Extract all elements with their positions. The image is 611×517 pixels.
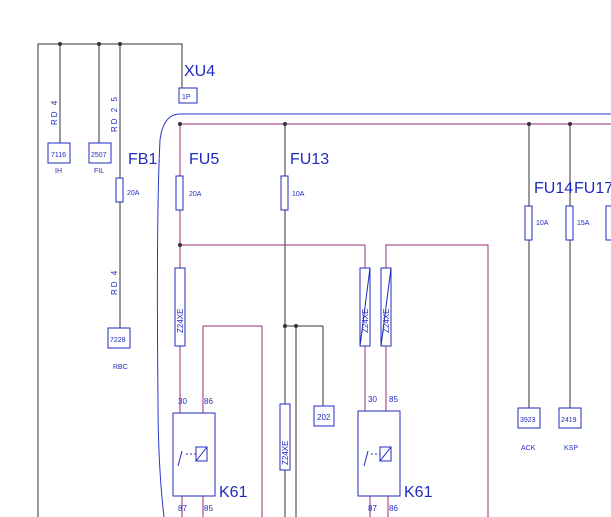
wires-purple xyxy=(179,123,611,517)
svg-text:10A: 10A xyxy=(292,191,305,198)
fuse-fb1: FB1 20A xyxy=(115,151,157,203)
svg-text:85: 85 xyxy=(389,395,398,404)
svg-text:202: 202 xyxy=(317,413,331,422)
terminal-3923: 3923 ACK xyxy=(517,407,541,452)
terminal-2507: 2507 FIL xyxy=(88,142,112,175)
wire-label-rd4-mid: RD 4 xyxy=(110,269,119,295)
fuse-partial-right xyxy=(605,205,611,241)
svg-text:86: 86 xyxy=(389,504,398,513)
wire-label-rd4-top: RD 4 xyxy=(50,99,59,125)
fuse-fu14: FU14 10A xyxy=(524,180,573,241)
svg-text:7228: 7228 xyxy=(110,337,126,344)
svg-text:10A: 10A xyxy=(536,220,549,227)
svg-text:FB1: FB1 xyxy=(128,151,157,168)
svg-text:30: 30 xyxy=(368,395,377,404)
junctions xyxy=(58,42,572,328)
svg-text:20A: 20A xyxy=(189,191,202,198)
diode-z24xe-4: Z24XE xyxy=(279,403,291,471)
svg-text:87: 87 xyxy=(178,504,187,513)
svg-text:2507: 2507 xyxy=(91,152,107,159)
svg-text:15A: 15A xyxy=(577,220,590,227)
relay-k61-left: 30 86 87 85 K61 xyxy=(172,397,248,513)
fuse-fu13: FU13 10A xyxy=(280,151,329,211)
terminal-7228: 7228 RBC xyxy=(107,327,131,371)
svg-text:KSP: KSP xyxy=(564,445,578,452)
terminal-2419: 2419 KSP xyxy=(558,407,582,452)
svg-text:FIL: FIL xyxy=(94,168,104,175)
junction-dot xyxy=(283,122,287,126)
fuse-fu17: FU17 15A xyxy=(565,180,611,241)
svg-text:ACK: ACK xyxy=(521,445,536,452)
relay-k61-right: 30 85 87 86 K61 xyxy=(357,395,433,513)
svg-text:Z24XE: Z24XE xyxy=(361,309,370,333)
connector-xu4-name: XU4 xyxy=(184,63,215,80)
connector-xu4-pin xyxy=(178,87,198,104)
svg-text:2419: 2419 xyxy=(561,417,577,424)
fuse-fu5: FU5 20A xyxy=(175,151,219,211)
svg-text:FU17: FU17 xyxy=(574,180,611,197)
connector-xu4-pin-label: 1P xyxy=(182,94,191,101)
svg-text:FU14: FU14 xyxy=(534,180,573,197)
svg-text:Z24XE: Z24XE xyxy=(382,309,391,333)
svg-text:3923: 3923 xyxy=(520,417,536,424)
junction-dot xyxy=(294,324,298,328)
terminal-202: 202 xyxy=(313,405,335,427)
svg-text:FU13: FU13 xyxy=(290,151,329,168)
diode-z24xe-3: Z24XE xyxy=(380,267,392,347)
svg-text:K61: K61 xyxy=(219,484,248,501)
diode-z24xe-1: Z24XE xyxy=(174,267,186,347)
diode-z24xe-2: Z24XE xyxy=(359,267,371,347)
junction-dot xyxy=(118,42,122,46)
harness-outline xyxy=(156,113,611,517)
svg-text:7116: 7116 xyxy=(51,152,66,159)
svg-text:30: 30 xyxy=(178,397,187,406)
svg-text:IH: IH xyxy=(55,168,62,175)
svg-text:FU5: FU5 xyxy=(189,151,219,168)
svg-text:87: 87 xyxy=(368,504,377,513)
terminal-7116: 7116 IH xyxy=(47,142,71,175)
wires-black xyxy=(37,43,571,517)
junction-dot xyxy=(58,42,62,46)
junction-dot xyxy=(283,324,287,328)
svg-text:K61: K61 xyxy=(404,484,433,501)
svg-text:Z24XE: Z24XE xyxy=(281,441,290,465)
svg-text:85: 85 xyxy=(204,504,213,513)
junction-dot xyxy=(568,122,572,126)
junction-dot xyxy=(178,122,182,126)
svg-text:Z24XE: Z24XE xyxy=(176,309,185,333)
junction-dot xyxy=(97,42,101,46)
junction-dot xyxy=(178,243,182,247)
junction-dot xyxy=(527,122,531,126)
svg-text:20A: 20A xyxy=(127,190,140,197)
wire-label-rd25: RD 2 5 xyxy=(110,95,119,132)
svg-text:RBC: RBC xyxy=(113,364,128,371)
svg-text:86: 86 xyxy=(204,397,213,406)
